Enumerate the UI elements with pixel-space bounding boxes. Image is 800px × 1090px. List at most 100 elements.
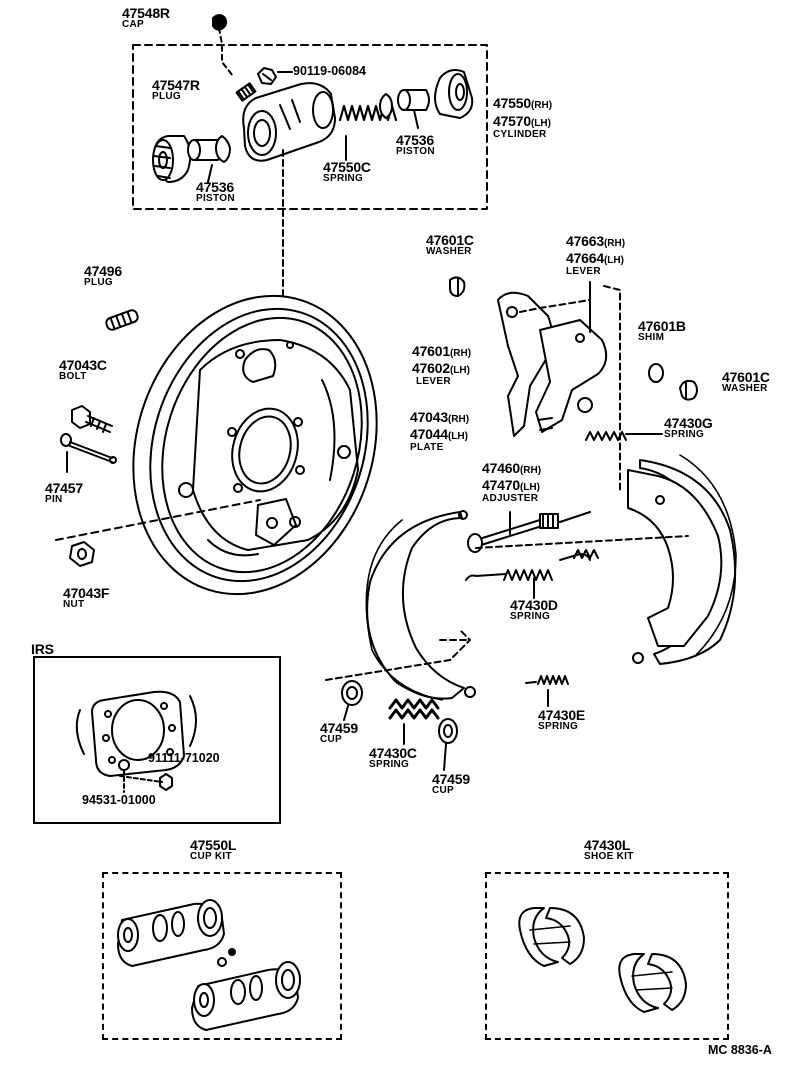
label-irs-part-a: 91111-71020 [148, 752, 220, 765]
part-name: SPRING [510, 611, 551, 622]
label-irs-part-b: 94531-01000 [82, 794, 156, 807]
part-number: 47601B [638, 318, 686, 334]
part-number: 47044 [410, 426, 448, 442]
part-name: LEVER [416, 376, 451, 387]
part-number: 47536 [196, 179, 234, 195]
part-number: 47470 [482, 477, 520, 493]
part-name: LEVER [566, 266, 601, 277]
label-piston-right: 47536 PISTON [396, 133, 435, 157]
irs-box [33, 656, 281, 824]
label-spring-47550C: 47550C SPRING [323, 160, 371, 184]
pin-47457-drawing [60, 433, 117, 473]
part-number: 47460 [482, 460, 520, 476]
part-number: 47548R [122, 5, 170, 21]
part-name: WASHER [426, 246, 472, 257]
side-suffix: (LH) [603, 255, 624, 266]
part-number: 47430L [584, 837, 631, 853]
part-number: 47601C [722, 369, 770, 385]
cups-and-spring-drawing [341, 680, 458, 771]
side-suffix: (RH) [530, 100, 553, 111]
part-number: 47043 [410, 409, 448, 425]
side-suffix: (RH) [449, 348, 472, 359]
cup-kit-drawing [117, 899, 301, 1031]
part-number: 47043F [63, 585, 110, 601]
part-name: ADJUSTER [482, 493, 539, 504]
footer-code: MC 8836-A [708, 1044, 772, 1057]
label-cup-bottom: 47459 CUP [432, 772, 470, 796]
part-number: 47550L [190, 837, 237, 853]
part-name: CAP [122, 19, 145, 30]
label-plate: 47043(RH) 47044(LH) PLATE [410, 410, 469, 453]
label-nut-47043F: 47043F NUT [63, 586, 109, 610]
part-number: 47547R [152, 77, 200, 93]
label-washer-47601C-top: 47601C WASHER [426, 233, 474, 257]
part-name: SHIM [638, 332, 665, 343]
part-name: PIN [45, 494, 63, 505]
part-number: 90119-06084 [293, 64, 366, 78]
part-name: PISTON [196, 193, 235, 204]
part-number: 47601C [426, 232, 474, 248]
part-number: 47602 [412, 360, 450, 376]
label-plug-47547R: 47547R PLUG [152, 78, 200, 102]
backing-plate [132, 294, 378, 596]
label-lever-47663: 47663(RH) 47664(LH) LEVER [566, 234, 625, 277]
label-spring-47430C: 47430C SPRING [369, 746, 417, 770]
shim-drawing [648, 363, 664, 383]
label-spring-47430E: 47430E SPRING [538, 708, 585, 732]
label-shoe-kit: 47430L SHOE KIT [584, 838, 634, 862]
part-number: 47430D [510, 597, 558, 613]
washer-right-drawing [679, 379, 698, 401]
label-washer-47601C-right: 47601C WASHER [722, 370, 770, 394]
part-name: NUT [63, 599, 85, 610]
lever-assembly-drawing [497, 281, 621, 493]
adjuster-drawing [467, 511, 591, 553]
part-name: PLUG [152, 91, 181, 102]
part-number: 94531-01000 [82, 793, 156, 807]
part-name: BOLT [59, 371, 87, 382]
side-suffix: (RH) [603, 238, 626, 249]
part-number: 47550 [493, 95, 531, 111]
side-suffix: (LH) [449, 365, 470, 376]
part-number: 47459 [320, 720, 358, 736]
part-number: 47430E [538, 707, 586, 723]
part-name: CUP KIT [190, 851, 232, 862]
label-adjuster: 47460(RH) 47470(LH) ADJUSTER [482, 461, 541, 504]
label-cap: 47548R CAP [122, 6, 170, 30]
part-name: PLUG [84, 277, 113, 288]
part-number: 47457 [45, 480, 83, 496]
label-cylinder: 47550(RH) 47570(LH) CYLINDER [493, 96, 552, 140]
part-number: 47430G [664, 415, 713, 431]
part-name: PISTON [396, 146, 435, 157]
label-bolt-47043C: 47043C BOLT [59, 358, 107, 382]
part-name: WASHER [722, 383, 768, 394]
part-name: SPRING [538, 721, 579, 732]
diagram-code: MC 8836-A [708, 1043, 772, 1057]
label-cup-kit: 47550L CUP KIT [190, 838, 236, 862]
label-spring-47430G: 47430G SPRING [664, 416, 713, 440]
part-number: 47570 [493, 113, 531, 129]
label-pin-47457: 47457 PIN [45, 481, 83, 505]
part-name: SPRING [369, 759, 410, 770]
washer-top-drawing [449, 276, 466, 297]
part-name: SHOE KIT [584, 851, 634, 862]
brake-shoes-drawing [365, 454, 737, 701]
plug-47496-drawing [105, 309, 139, 331]
part-number: 47459 [432, 771, 470, 787]
wheel-cylinder-group [132, 14, 488, 351]
part-number: 47043C [59, 357, 107, 373]
side-suffix: (LH) [519, 482, 540, 493]
spring-47430G-drawing [585, 431, 663, 441]
part-number: 47536 [396, 132, 434, 148]
part-number: 47601 [412, 343, 450, 359]
label-lever-47601: 47601(RH) 47602(LH) LEVER [412, 344, 471, 387]
label-piston-left: 47536 PISTON [196, 180, 235, 204]
part-name: SPRING [323, 173, 364, 184]
label-90119: 90119-06084 [293, 65, 366, 78]
side-suffix: (RH) [519, 465, 542, 476]
nut-47043F-drawing [69, 541, 95, 567]
part-number: 47550C [323, 159, 371, 175]
part-number: 47430C [369, 745, 417, 761]
part-name: CUP [432, 785, 455, 796]
part-name: CUP [320, 734, 343, 745]
